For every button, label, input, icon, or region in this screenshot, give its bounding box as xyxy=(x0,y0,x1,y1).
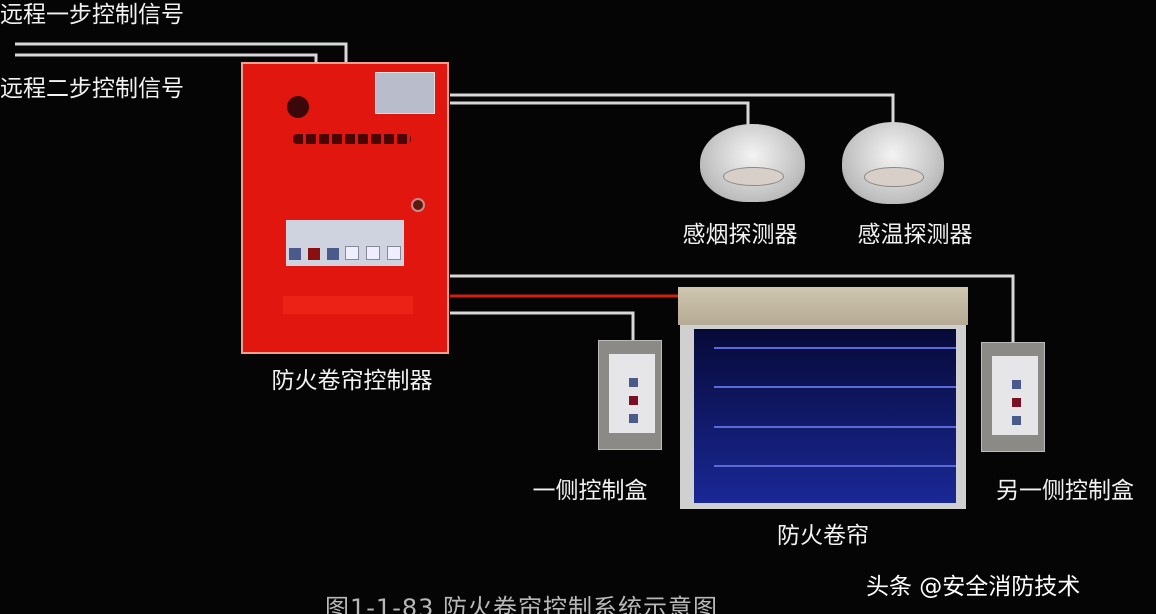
button-panel xyxy=(286,220,404,266)
display-window xyxy=(375,72,435,114)
control-box-other-side xyxy=(981,342,1045,452)
wire-smoke-detector xyxy=(450,101,750,126)
label-fire-shutter: 防火卷帘 xyxy=(777,523,869,549)
wire-remote-step1 xyxy=(15,42,348,62)
heat-detector-icon xyxy=(842,122,944,204)
wire-remote-step2 xyxy=(15,53,318,62)
wire-other-side-box xyxy=(450,274,1015,342)
label-controller: 防火卷帘控制器 xyxy=(271,368,433,394)
button xyxy=(307,248,320,260)
button xyxy=(365,246,380,260)
label-remote-step2: 远程二步控制信号 xyxy=(0,76,184,102)
lock-icon xyxy=(411,198,425,212)
button xyxy=(386,246,401,260)
button xyxy=(326,248,339,260)
label-control-box-other-side: 另一侧控制盒 xyxy=(996,478,1134,504)
label-remote-step1: 远程一步控制信号 xyxy=(0,2,184,28)
shutter-curtain xyxy=(694,329,956,503)
figure-caption: 图1-1-83 防火卷帘控制系统示意图 xyxy=(325,594,719,614)
button xyxy=(289,248,302,260)
label-control-box-one-side: 一侧控制盒 xyxy=(532,478,648,504)
fire-shutter-controller xyxy=(241,62,449,354)
shutter-drum xyxy=(678,287,968,325)
control-box-one-side xyxy=(598,340,662,450)
smoke-detector-icon xyxy=(700,124,805,202)
label-heat-detector: 感温探测器 xyxy=(857,222,973,248)
button xyxy=(345,246,360,260)
watermark: 头条 @安全消防技术 xyxy=(866,574,1081,600)
panel-strip xyxy=(283,296,413,314)
fire-shutter xyxy=(678,287,968,509)
indicator-lamp xyxy=(287,96,309,118)
wire-heat-detector xyxy=(450,93,895,124)
wire-one-side-box xyxy=(450,311,635,340)
panel-nameplate xyxy=(293,134,411,144)
label-smoke-detector: 感烟探测器 xyxy=(682,222,798,248)
